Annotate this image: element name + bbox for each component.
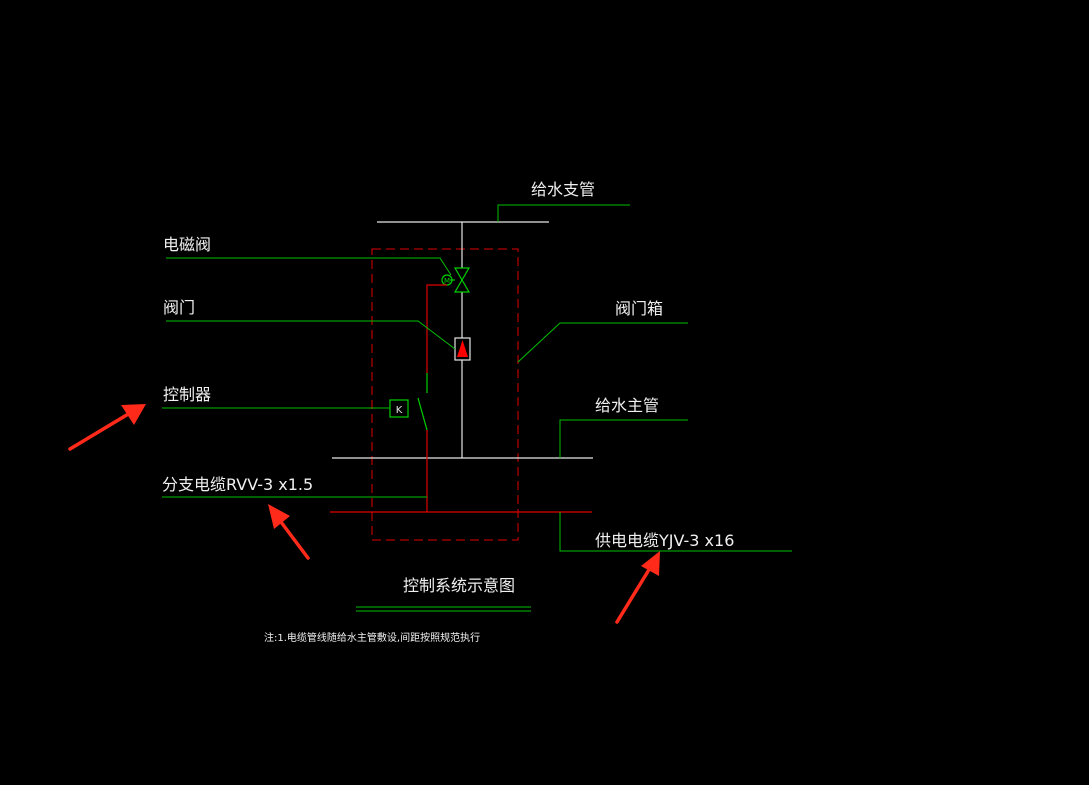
label-valve-box: 阀门箱 (615, 299, 663, 318)
label-main-pipe: 给水主管 (595, 396, 659, 415)
cable-lines (330, 284, 592, 513)
valve-box-outline (371, 248, 519, 541)
label-controller: 控制器 (163, 385, 211, 404)
label-valve: 阀门 (163, 298, 195, 317)
label-solenoid-valve: 电磁阀 (163, 235, 211, 254)
annotation-arrow-supply-cable (615, 551, 660, 624)
switch-contact (417, 373, 428, 431)
label-branch-pipe: 给水支管 (531, 180, 595, 199)
diagram-title: 控制系统示意图 (403, 576, 515, 595)
title-underline (356, 606, 531, 612)
diagram-note: 注:1.电缆管线随给水主管敷设,间距按照规范执行 (264, 631, 480, 644)
label-branch-cable: 分支电缆RVV-3 x1.5 (162, 475, 313, 494)
label-supply-cable: 供电电缆YJV-3 x16 (595, 531, 734, 550)
leader-lines (162, 204, 792, 552)
annotation-arrow-controller (68, 404, 146, 451)
solenoid-symbol-letter: M (444, 277, 450, 285)
annotation-arrow-branch-cable (268, 504, 310, 560)
controller-symbol-letter: K (396, 405, 403, 416)
